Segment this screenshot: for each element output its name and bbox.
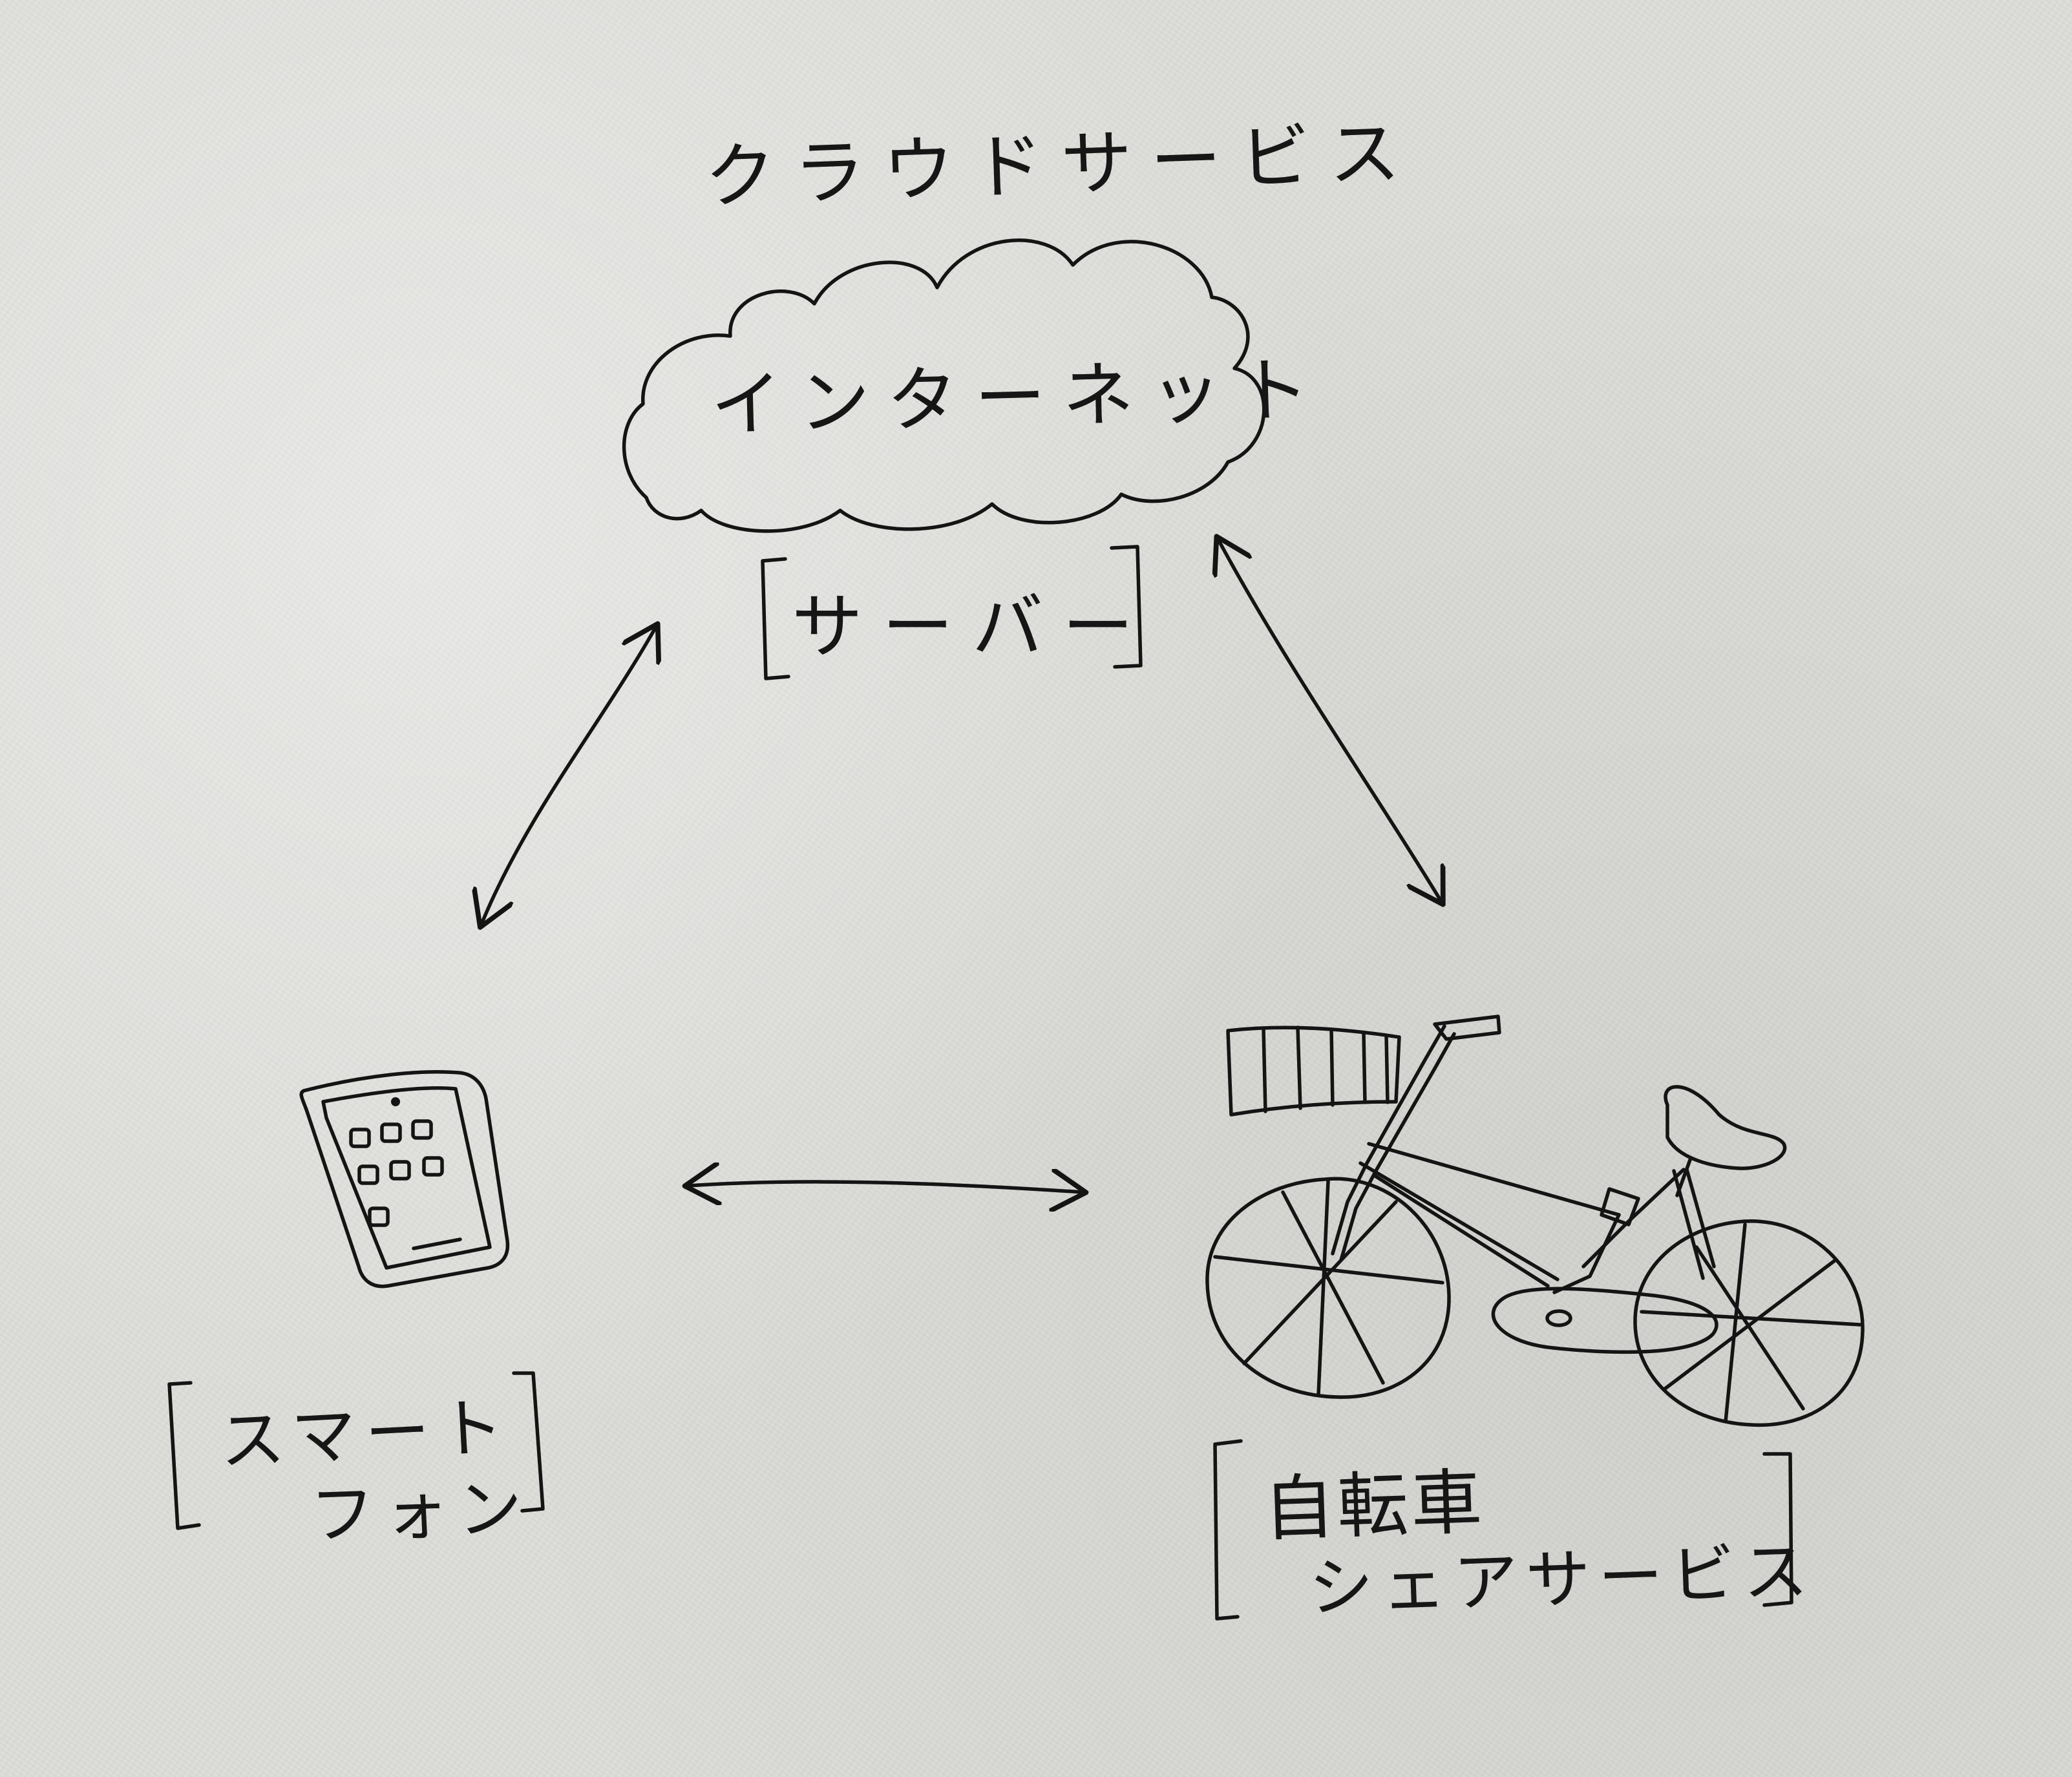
bicycle-icon [1205, 1015, 1865, 1427]
smartphone-label-line1: スマート [218, 1389, 514, 1480]
bicycle-share-brackets [1213, 1439, 1793, 1621]
server-label: サーバー [792, 585, 1153, 668]
smartphone-brackets [167, 1371, 545, 1530]
tablet-icon [299, 1070, 510, 1288]
cloud-icon [622, 238, 1266, 533]
internet-label: インターネット [710, 348, 1327, 447]
bicycle-share-label-line2: シェアサービス [1307, 1533, 1817, 1626]
smartphone-label-line2: フォン [309, 1470, 533, 1553]
server-brackets [761, 545, 1143, 680]
arrow-server-smartphone [481, 627, 656, 924]
arrow-server-bicycle [1218, 540, 1441, 901]
arrow-smartphone-bicycle [688, 1182, 1083, 1192]
bicycle-share-label-line1: 自転車 [1262, 1460, 1486, 1551]
